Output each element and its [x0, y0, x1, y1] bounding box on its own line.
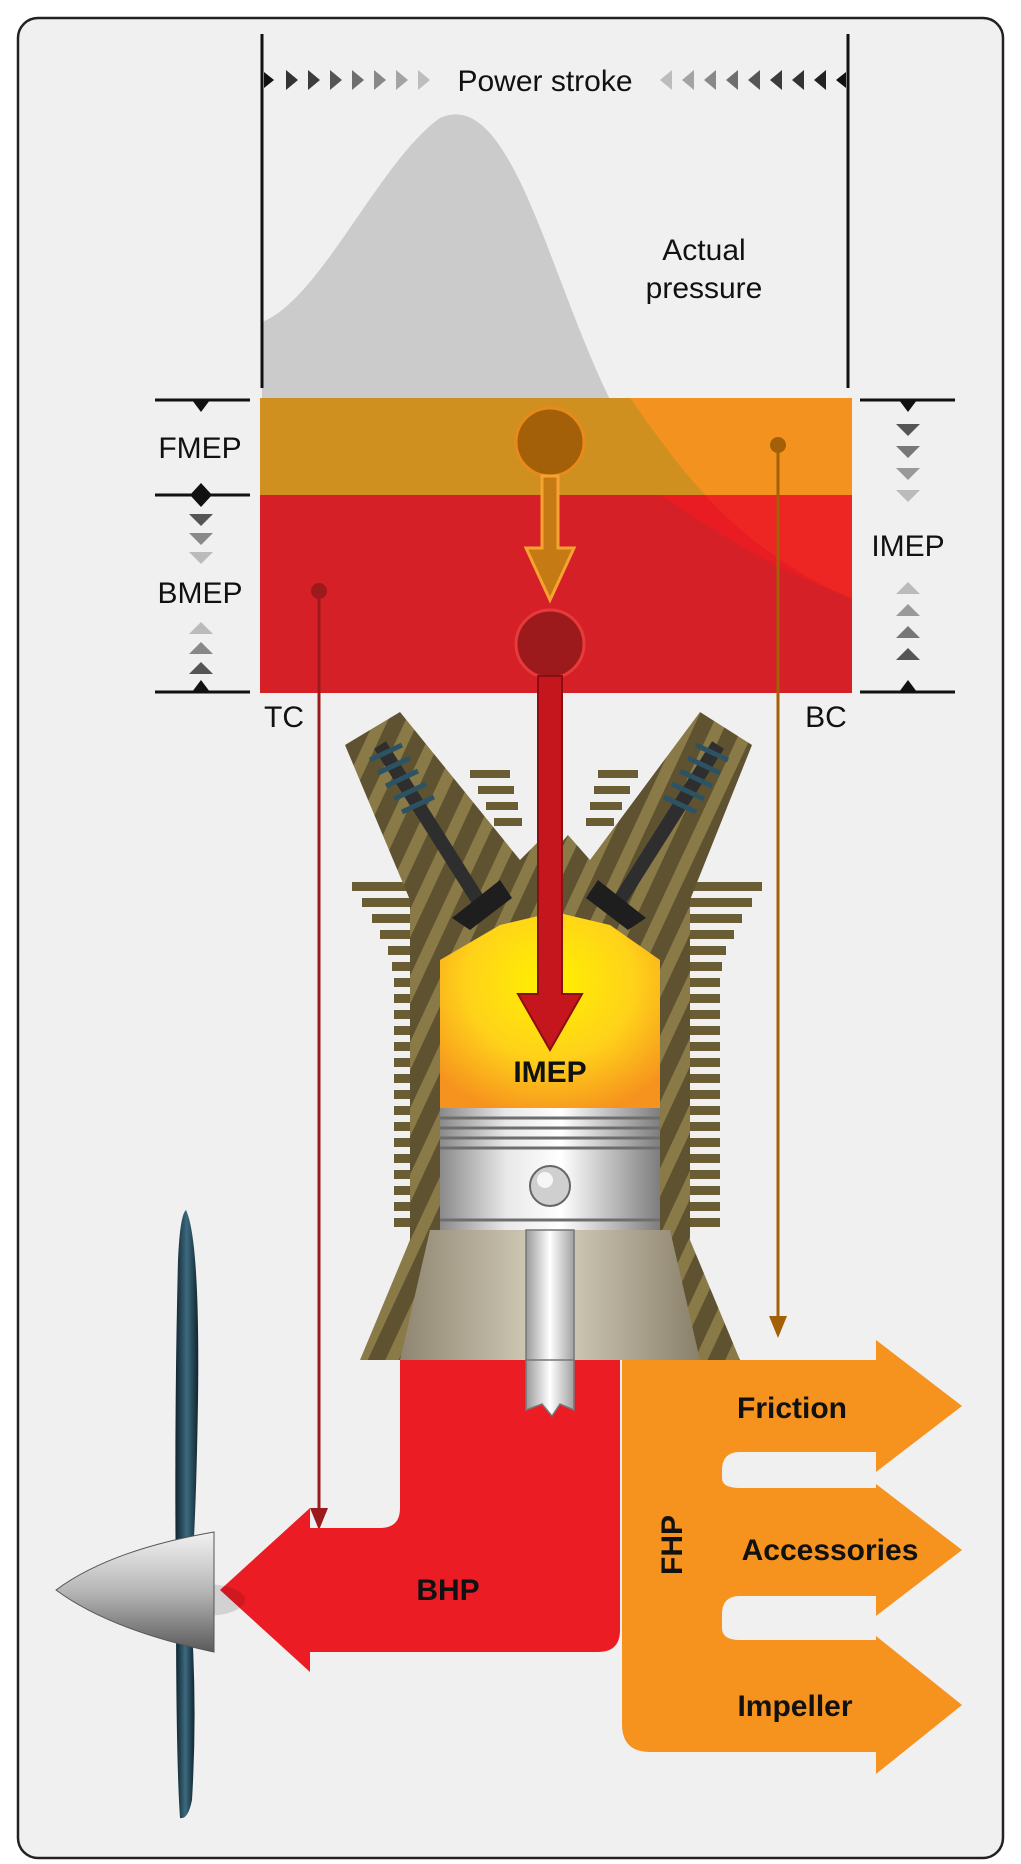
impeller-label: Impeller [737, 1690, 852, 1723]
fhp-arrow[interactable] [622, 1340, 962, 1774]
power-stroke-label: Power stroke [457, 65, 632, 98]
imep-side-label: IMEP [871, 530, 944, 563]
bc-label: BC [805, 701, 847, 734]
fmep-label: FMEP [158, 432, 241, 465]
power-stroke-marker [264, 70, 846, 90]
actual-pressure-label-line2: pressure [646, 272, 763, 305]
bhp-arrow[interactable] [220, 1360, 620, 1672]
intake-valve [368, 741, 512, 930]
friction-label: Friction [737, 1392, 847, 1425]
piston [440, 1108, 660, 1230]
bmep-label: BMEP [157, 577, 242, 610]
actual-pressure-label-line1: Actual [662, 234, 745, 267]
right-bracket [860, 398, 955, 694]
exhaust-valve [586, 741, 730, 930]
propeller [55, 1210, 245, 1819]
fhp-label: FHP [656, 1515, 689, 1575]
bhp-label: BHP [416, 1574, 479, 1607]
accessories-label: Accessories [742, 1534, 919, 1567]
imep-cylinder-label: IMEP [513, 1056, 586, 1089]
left-bracket [155, 398, 250, 694]
imep-down-arrow [516, 675, 584, 1053]
tc-label: TC [264, 701, 304, 734]
